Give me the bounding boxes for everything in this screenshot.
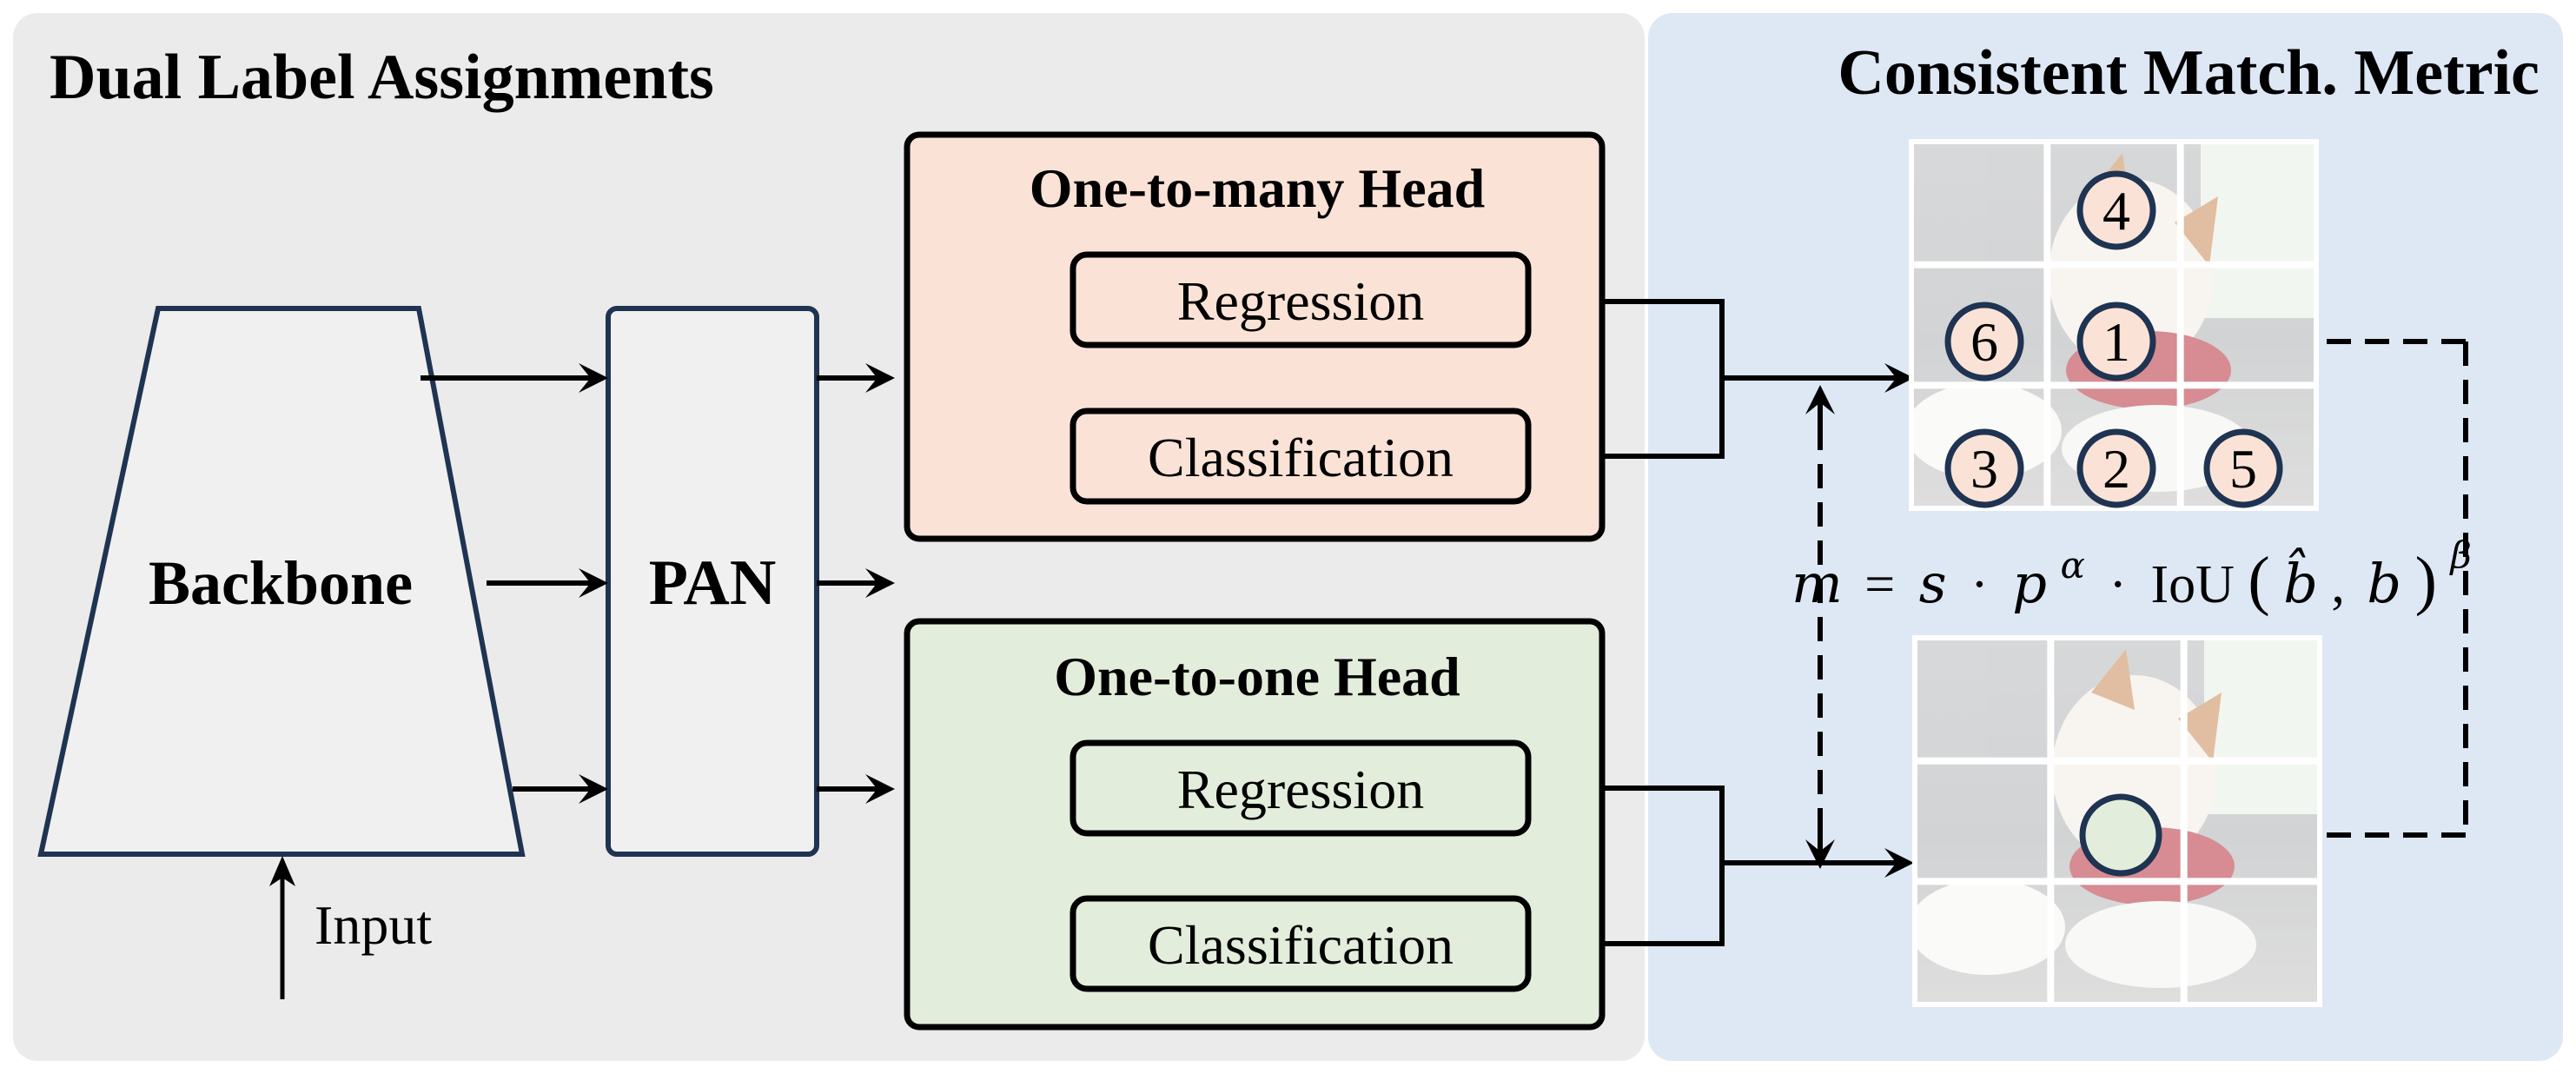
arrow xyxy=(421,363,608,393)
input-label: Input xyxy=(315,894,432,956)
rank-circle-4: 4 xyxy=(2076,170,2156,250)
arrow-head xyxy=(865,363,895,393)
formula-m: m xyxy=(1791,552,1843,615)
one-to-many-regression-label: Regression xyxy=(1177,270,1424,332)
formula-s: s xyxy=(1919,552,1947,615)
rank-number: 6 xyxy=(1970,311,1998,373)
one-to-one-classification-box xyxy=(1069,895,1532,992)
arrow xyxy=(817,568,895,598)
formula-equals: = xyxy=(1864,555,1895,614)
dog-photo xyxy=(1917,640,2317,1002)
rank-number: 4 xyxy=(2103,180,2130,242)
rank-circle-3: 3 xyxy=(1944,428,2024,508)
consistent-metric-panel xyxy=(1648,13,2563,1061)
formula-p: p xyxy=(2012,552,2047,615)
one-to-one-regression-box xyxy=(1069,739,1532,837)
formula-iou: IoU xyxy=(2150,555,2234,614)
formula-comma: , xyxy=(2331,555,2345,614)
grid-line xyxy=(1917,878,2317,885)
formula-paren: ( xyxy=(2248,544,2269,617)
pan-label: PAN xyxy=(649,547,777,619)
dual-label-title: Dual Label Assignments xyxy=(50,42,714,113)
grid-line xyxy=(1914,381,2314,389)
rank-circle xyxy=(1944,302,2024,381)
grid-line xyxy=(2047,640,2055,1002)
arrow-head xyxy=(579,774,608,804)
formula-paren: ) xyxy=(2415,544,2437,617)
backbone-label: Backbone xyxy=(149,548,413,618)
rank-circle-1: 1 xyxy=(2076,302,2156,381)
dog-paw xyxy=(1917,879,2065,975)
rank-circle-6: 6 xyxy=(1944,302,2024,381)
arrow xyxy=(1722,848,1914,878)
arrow xyxy=(487,568,608,598)
rank-number: 2 xyxy=(2103,438,2130,500)
formula-dot: · xyxy=(1970,555,1989,614)
rank-circle-5: 5 xyxy=(2203,428,2283,508)
dog-ear xyxy=(2175,196,2218,266)
rank-circle-2: 2 xyxy=(2076,428,2156,508)
arrow-head xyxy=(1805,839,1835,869)
grid-line xyxy=(2180,640,2188,1002)
formula-beta: β xyxy=(2448,534,2471,576)
one-to-many-classification-box xyxy=(1069,408,1532,505)
arrow xyxy=(817,774,895,804)
one-to-one-title: One-to-one Head xyxy=(1054,646,1460,707)
formula-alpha: α xyxy=(2060,544,2084,587)
arrow-head xyxy=(865,568,895,598)
dog-ear xyxy=(2091,649,2135,710)
selected-anchor-circle xyxy=(2079,793,2162,877)
rank-circle xyxy=(2076,170,2156,250)
arrow xyxy=(1722,363,1914,393)
consistent-metric-title: Consistent Match. Metric xyxy=(1838,37,2540,109)
arrow-head xyxy=(579,568,608,598)
one-to-one-classification-label: Classification xyxy=(1148,914,1454,976)
connector-line xyxy=(1528,786,1725,946)
matching-metric-formula: m = s · p α · IoU ( b̂ , b ) β xyxy=(1791,531,2472,617)
dog-image-bottom-grid xyxy=(1912,635,2322,1007)
rank-circle xyxy=(2203,428,2283,508)
rank-number: 1 xyxy=(2103,311,2130,373)
formula-dot: · xyxy=(2109,555,2127,614)
arrow-head xyxy=(1884,363,1914,393)
arrow xyxy=(513,774,608,804)
one-to-many-classification-label: Classification xyxy=(1148,427,1454,488)
grid-line xyxy=(1917,757,2317,765)
arrow-head xyxy=(865,774,895,804)
one-to-many-regression-box xyxy=(1069,251,1532,348)
grid-line xyxy=(2043,144,2051,506)
grid-line xyxy=(1914,261,2314,268)
ranked-anchor-circles: 4 6 1 3 2 5 xyxy=(1944,170,2283,508)
rank-number: 5 xyxy=(2229,438,2257,500)
grid-line xyxy=(2176,144,2184,506)
rank-number: 3 xyxy=(1970,438,1998,500)
formula-bhat: b̂ xyxy=(2283,547,2318,615)
one-to-one-regression-label: Regression xyxy=(1177,759,1424,820)
input-arrow xyxy=(269,856,295,999)
rank-circle xyxy=(2076,302,2156,381)
arrow xyxy=(1805,385,1835,426)
rank-circle xyxy=(1944,428,2024,508)
arrow-head xyxy=(1805,385,1835,414)
backbone-block xyxy=(37,306,526,857)
arrow-head xyxy=(579,363,608,393)
rank-circle xyxy=(2076,428,2156,508)
arrow xyxy=(817,363,895,393)
formula-b: b xyxy=(2367,552,2401,615)
dog-body xyxy=(2065,901,2256,988)
dog-ear xyxy=(2178,693,2222,762)
arrow-head xyxy=(1884,848,1914,878)
window-light xyxy=(2204,640,2317,814)
arrow xyxy=(1805,830,1835,869)
one-to-many-title: One-to-many Head xyxy=(1030,157,1485,219)
window-light xyxy=(2201,144,2314,318)
